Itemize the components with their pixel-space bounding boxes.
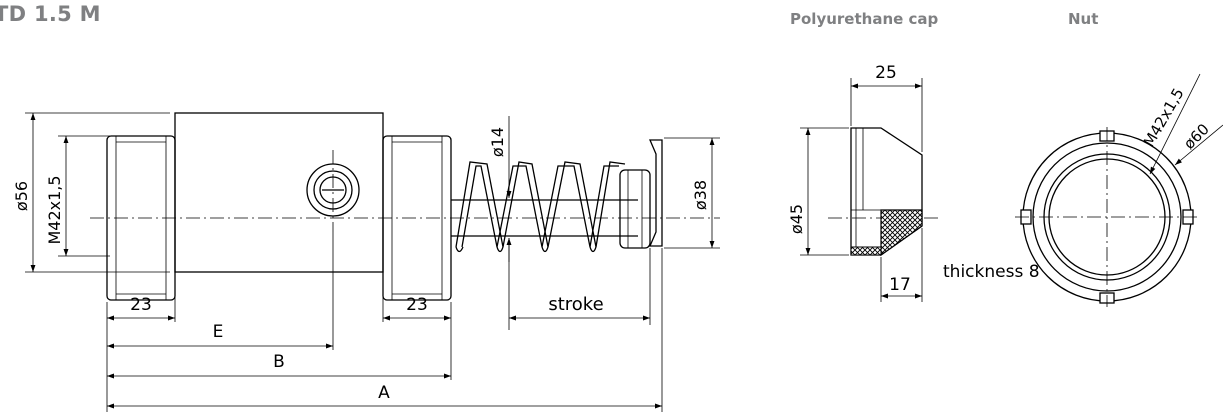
cap-thickness-label: thickness 8 bbox=[943, 262, 1040, 282]
body-bolt bbox=[306, 150, 360, 232]
dim-a-label: A bbox=[378, 383, 390, 403]
thread-len-right-label: 23 bbox=[406, 295, 428, 315]
dia-head-label: ø38 bbox=[691, 180, 710, 210]
nut-view-title: Nut bbox=[1068, 10, 1099, 28]
stroke-label: stroke bbox=[548, 294, 603, 315]
dim-thread-main: M42x1,5 bbox=[45, 135, 110, 257]
drawing-title: TD 1.5 M bbox=[0, 2, 101, 26]
dim-dia-body: ø56 bbox=[12, 112, 170, 273]
cap-dia-label: ø45 bbox=[787, 204, 806, 234]
piston-head bbox=[619, 139, 663, 249]
dim-e-label: E bbox=[213, 322, 224, 342]
nut-view: M42x1,5 ø60 bbox=[1015, 73, 1223, 307]
right-thread bbox=[382, 135, 452, 301]
dia-rod-label: ø14 bbox=[488, 127, 507, 157]
thread-main-label: M42x1,5 bbox=[45, 175, 64, 244]
cap-pu-length-label: 17 bbox=[889, 275, 911, 295]
spring bbox=[455, 161, 626, 253]
cap-view: 25 ø45 17 thickness 8 bbox=[787, 63, 1040, 302]
pu-insert-section bbox=[880, 209, 923, 257]
dim-b-label: B bbox=[273, 352, 285, 372]
cap-view-title: Polyurethane cap bbox=[790, 10, 939, 28]
left-thread bbox=[106, 135, 176, 301]
dia-body-label: ø56 bbox=[12, 181, 31, 211]
dim-dia-head: ø38 bbox=[664, 137, 720, 249]
pu-insert-edge bbox=[850, 246, 882, 256]
cap-width-label: 25 bbox=[875, 63, 897, 83]
dim-dia-rod: ø14 bbox=[488, 116, 512, 330]
thread-len-left-label: 23 bbox=[130, 295, 152, 315]
nut-dia-label: ø60 bbox=[1180, 120, 1213, 153]
damper-main-view: ø56 M42x1,5 ø14 ø38 bbox=[12, 112, 720, 412]
